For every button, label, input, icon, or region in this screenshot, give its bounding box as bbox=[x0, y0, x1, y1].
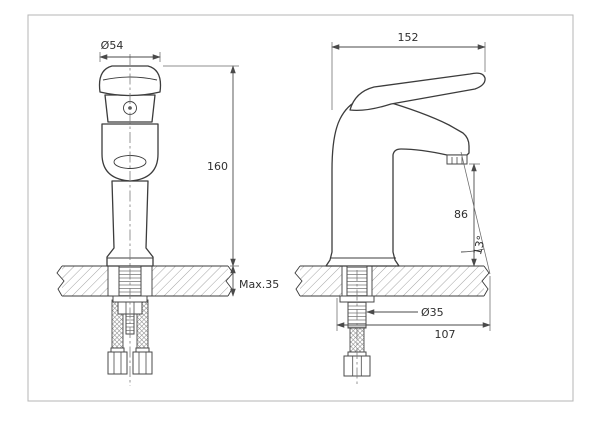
counter-hatch bbox=[62, 266, 108, 296]
dim-overall-depth-label: 152 bbox=[398, 31, 419, 44]
dim-counter-thickness: Max.35 bbox=[230, 265, 279, 297]
dim-base-reach-label: 107 bbox=[435, 328, 456, 341]
hose-hex-nut bbox=[132, 351, 153, 375]
mounting-hardware-side bbox=[339, 265, 375, 377]
side-view bbox=[294, 72, 490, 377]
faucet-body-column bbox=[106, 180, 154, 267]
faucet-body-profile bbox=[325, 96, 470, 267]
dim-counter-thickness-label: Max.35 bbox=[239, 278, 279, 291]
front-view bbox=[56, 65, 234, 375]
angle-arc bbox=[460, 248, 485, 253]
hose-ferrule bbox=[135, 347, 150, 353]
break-line bbox=[56, 265, 65, 297]
dimensions-front: Ø54 160 Max.35 bbox=[99, 39, 279, 297]
countertop-front bbox=[56, 265, 234, 297]
dim-head-diameter: Ø54 bbox=[99, 39, 161, 62]
dim-total-height: 160 bbox=[163, 65, 239, 267]
faucet-side bbox=[325, 72, 486, 267]
dim-overall-depth: 152 bbox=[331, 31, 486, 110]
dim-head-diameter-label: Ø54 bbox=[101, 39, 124, 52]
dim-shank-diameter: Ø35 bbox=[366, 306, 444, 319]
hose-hex-nut bbox=[107, 351, 128, 375]
counter-hatch bbox=[300, 266, 342, 296]
dim-total-height-label: 160 bbox=[207, 160, 228, 173]
mounting-hardware-front bbox=[107, 265, 153, 375]
dim-shank-diameter-label: Ø35 bbox=[421, 306, 444, 319]
dim-spout-height: 86 bbox=[454, 163, 480, 267]
counter-hatch bbox=[152, 266, 228, 296]
drawing-border bbox=[27, 14, 574, 402]
hose-ferrule bbox=[110, 347, 125, 353]
break-line bbox=[294, 265, 303, 297]
break-line bbox=[481, 265, 490, 297]
dim-spout-angle: 13° bbox=[460, 151, 491, 275]
dim-base-reach: 107 bbox=[336, 276, 491, 341]
lever-handle-side bbox=[349, 72, 486, 112]
angle-reference-line bbox=[460, 151, 491, 275]
counter-hatch bbox=[372, 266, 484, 296]
dim-spout-height-label: 86 bbox=[454, 208, 468, 221]
dim-spout-angle-label: 13° bbox=[471, 234, 488, 256]
dimensions-side: 152 86 13° Ø35 107 bbox=[331, 31, 491, 341]
countertop-side bbox=[294, 265, 490, 297]
